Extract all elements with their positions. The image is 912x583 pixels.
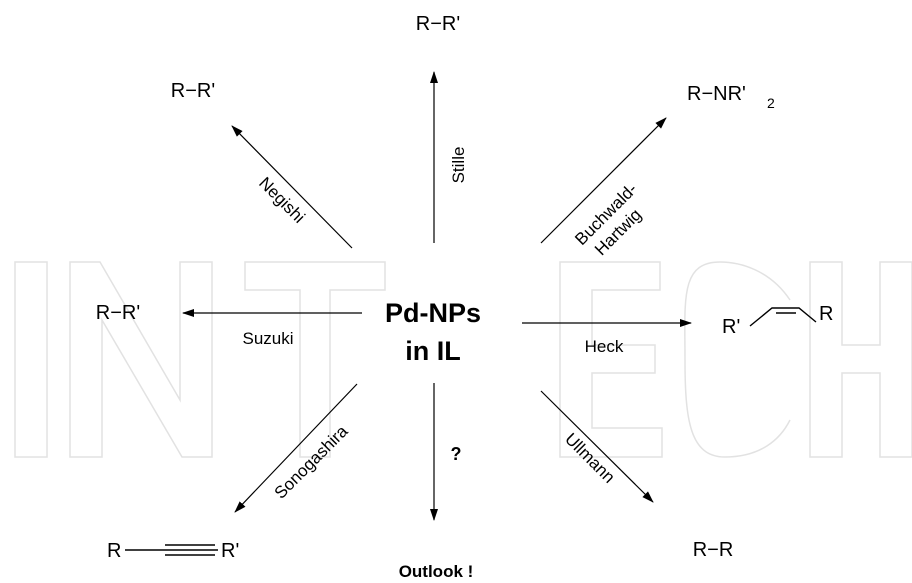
negishi-product: R−R' [171,80,215,102]
heck-label: Heck [585,337,624,356]
heck-product-alkene: R' R [722,303,833,338]
buchwald-arrow [540,117,667,244]
sonogashira-product-alkyne: R R' [107,540,239,562]
suzuki-product: R−R' [96,302,140,324]
center-line-1: Pd-NPs [385,298,481,328]
center-label: Pd-NPs in IL [385,298,481,366]
ullmann-product: R−R [693,539,734,561]
negishi-label: Negishi [255,173,309,227]
outlook-product: Outlook ! [399,562,474,581]
buchwald-product-main: R−NR' [687,83,746,105]
sonogashira-product-r-right: R' [221,540,239,562]
outlook-label: ? [451,444,462,464]
suzuki-label: Suzuki [242,329,293,348]
heck-product-r-right: R [819,303,833,325]
center-line-2: in IL [405,336,461,366]
buchwald-product-subscript: 2 [767,95,775,111]
heck-product-r-left: R' [722,316,740,338]
stille-product: R−R' [416,13,460,35]
watermark [14,261,912,458]
negishi-arrow [231,125,353,249]
sonogashira-product-r-left: R [107,540,121,562]
ullmann-arrow [540,390,654,503]
ullmann-label: Ullmann [561,429,619,487]
alkene-bond [749,307,817,327]
sonogashira-arrow [234,383,358,513]
stille-label: Stille [449,147,468,184]
buchwald-product: R−NR' 2 [687,83,775,111]
